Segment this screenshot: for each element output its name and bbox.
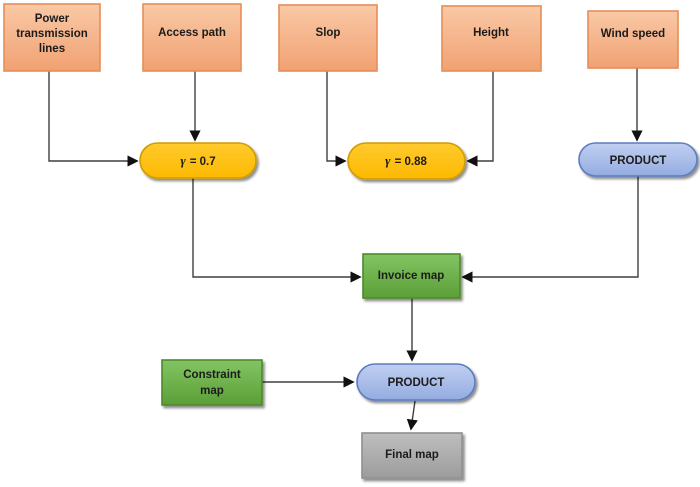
node-height: Height [441, 5, 542, 72]
slop-label: Slop [316, 27, 341, 39]
height-box [441, 5, 542, 72]
node-gamma-0-7: γ= 0.7 [139, 142, 257, 179]
power-box [3, 3, 101, 72]
product-bottom-pill [356, 363, 476, 401]
node-slop: Slop [278, 4, 378, 72]
edges-layer [48, 68, 643, 431]
invoice-box [362, 253, 461, 299]
node-product-bottom: PRODUCT [356, 363, 476, 401]
node-constraint-map: Constraint map [161, 359, 263, 406]
product-top-label: PRODUCT [610, 155, 667, 167]
constraint-label-line1: Constraint [183, 369, 241, 381]
wind-box [587, 10, 679, 69]
final-label: Final map [385, 449, 439, 461]
edge-power-to-gamma07 [48, 71, 139, 167]
edge-product-top-to-invoice [461, 176, 639, 283]
node-invoice-map: Invoice map [362, 253, 461, 299]
edge-slop-to-gamma088 [326, 71, 347, 167]
slop-box [278, 4, 378, 72]
gamma088-label: γ= 0.88 [385, 153, 427, 168]
constraint-label-line2: map [200, 385, 224, 397]
node-wind-speed: Wind speed [587, 10, 679, 69]
product-bottom-label: PRODUCT [388, 377, 445, 389]
product-top-pill [578, 142, 698, 177]
power-label-line3: lines [39, 43, 65, 55]
node-access-path: Access path [142, 3, 242, 72]
gamma07-pill [139, 142, 257, 179]
nodes-layer: Power transmission lines Access path Slo… [3, 3, 698, 479]
power-label-line2: transmission [16, 28, 88, 40]
node-product-top: PRODUCT [578, 142, 698, 177]
gamma07-label: γ= 0.7 [180, 153, 215, 168]
access-label: Access path [158, 27, 226, 39]
edge-gamma07-to-invoice [192, 178, 362, 283]
edge-product-bottom-to-final [406, 400, 418, 431]
node-gamma-0-88: γ= 0.88 [347, 142, 466, 180]
node-final-map: Final map [361, 432, 463, 479]
invoice-label: Invoice map [378, 270, 444, 282]
gamma088-pill [347, 142, 466, 180]
final-box [361, 432, 463, 479]
edge-height-to-gamma088 [466, 71, 494, 167]
constraint-box [161, 359, 263, 406]
power-label-line1: Power [35, 13, 70, 25]
wind-label: Wind speed [601, 28, 665, 40]
node-power-transmission-lines: Power transmission lines [3, 3, 101, 72]
height-label: Height [473, 27, 509, 39]
access-box [142, 3, 242, 72]
